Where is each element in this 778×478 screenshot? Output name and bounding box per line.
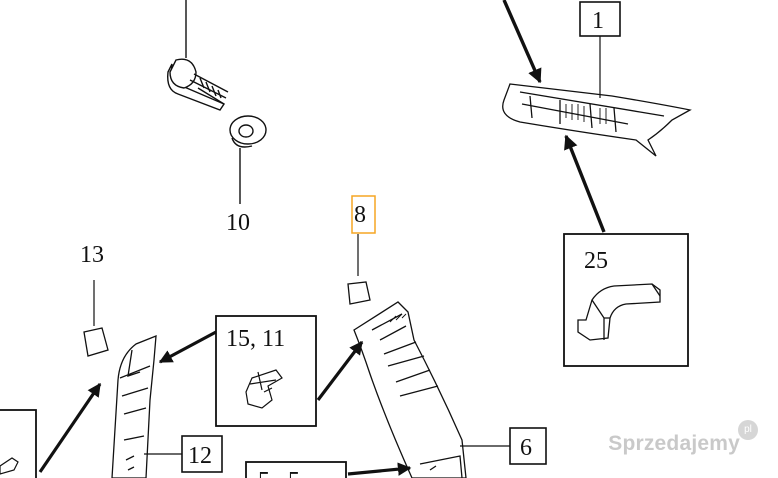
trim-part-1 [502, 83, 692, 157]
callout-13: 13 [80, 242, 104, 268]
callout-box-15-11 [215, 315, 317, 427]
callout-6: 6 [520, 435, 532, 461]
pillar-part-6 [353, 301, 467, 478]
pillar-part-12 [111, 335, 157, 478]
callout-box-bottom-partial [245, 461, 347, 478]
callout-25: 25 [584, 248, 608, 274]
screw-part-left [0, 457, 19, 475]
pad-part-8 [347, 281, 371, 305]
callout-8: 8 [354, 202, 366, 228]
clip-part-15-11 [245, 369, 283, 409]
screw-part [167, 0, 229, 111]
clip-part-25 [577, 283, 661, 341]
callout-10: 10 [226, 210, 250, 236]
arrow-left-up [38, 382, 102, 473]
arrow-25-to-1 [564, 134, 606, 233]
callout-bottom-partial: 5 , 5 [258, 468, 300, 478]
callout-1: 1 [592, 8, 604, 34]
pad-part-13 [83, 327, 109, 357]
callout-12: 12 [188, 443, 212, 469]
arrow-top-right [502, 0, 542, 84]
arrow-bottom-to-6 [347, 462, 412, 476]
callout-8-highlight [351, 195, 376, 234]
watermark-text: Sprzedajemy [608, 432, 740, 455]
arrow-to-6 [316, 340, 364, 401]
washer-part [229, 115, 267, 204]
arrow-15-11 [158, 330, 217, 364]
watermark-badge: pl [738, 420, 758, 440]
callout-box-1 [579, 1, 621, 37]
callout-15-11: 15, 11 [226, 326, 285, 352]
callout-box-left-partial [0, 409, 37, 478]
